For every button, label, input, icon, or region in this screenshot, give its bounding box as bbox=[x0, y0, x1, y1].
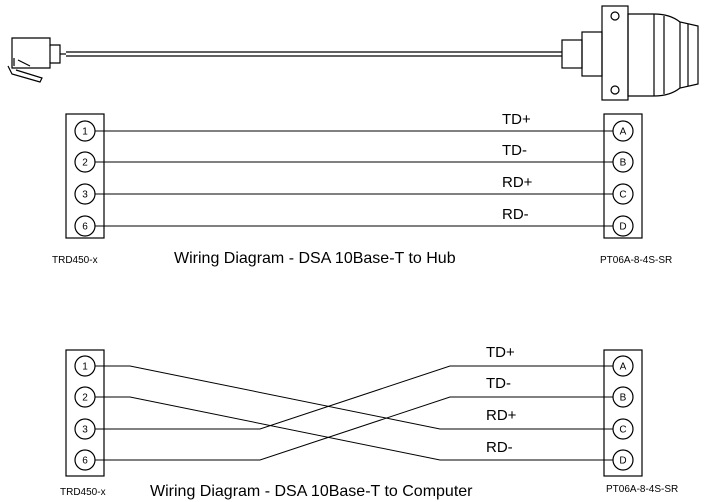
pin-label: B bbox=[620, 158, 627, 169]
wire-rd-plus bbox=[95, 365, 613, 430]
wire-rd-minus bbox=[95, 396, 613, 461]
left-pins bbox=[74, 355, 96, 471]
left-connector-block bbox=[65, 113, 105, 239]
pin-label: A bbox=[620, 362, 627, 373]
signal-label: RD- bbox=[486, 439, 513, 456]
signal-label: TD+ bbox=[486, 344, 515, 361]
pin-label: 2 bbox=[82, 393, 88, 404]
computer-wiring-diagram: 1 2 3 6 A B C D TD+ TD- RD+ RD- TRD450-x… bbox=[60, 344, 678, 500]
rj45-plug-icon bbox=[7, 37, 66, 83]
left-part-number: TRD450-x bbox=[52, 255, 98, 266]
wire-td-plus bbox=[95, 365, 613, 430]
pin-label: 1 bbox=[82, 127, 88, 138]
left-connector-block bbox=[65, 349, 105, 477]
signal-label: RD+ bbox=[486, 407, 517, 424]
wire-td-minus bbox=[95, 396, 613, 461]
right-connector-block bbox=[603, 349, 643, 477]
circular-connector-icon bbox=[561, 5, 699, 101]
right-part-number: PT06A-8-4S-SR bbox=[600, 255, 672, 266]
signal-label: TD- bbox=[502, 142, 527, 159]
diagram-caption: Wiring Diagram - DSA 10Base-T to Hub bbox=[174, 250, 456, 267]
left-pins bbox=[74, 120, 96, 237]
pin-label: C bbox=[619, 190, 626, 201]
pin-label: C bbox=[619, 425, 626, 436]
right-pins bbox=[612, 355, 634, 471]
pin-label: 2 bbox=[82, 158, 88, 169]
pin-label: B bbox=[620, 393, 627, 404]
wires bbox=[95, 130, 613, 227]
hub-wiring-diagram: 1 2 3 6 A B C D TD+ TD- RD+ RD- TRD450-x… bbox=[52, 111, 672, 267]
right-part-number: PT06A-8-4S-SR bbox=[606, 484, 678, 495]
wires bbox=[95, 365, 613, 461]
pin-label: D bbox=[619, 222, 626, 233]
signal-label: TD- bbox=[486, 375, 511, 392]
pin-label: 6 bbox=[82, 222, 88, 233]
pin-label: 3 bbox=[82, 190, 88, 201]
right-pins bbox=[612, 120, 634, 237]
right-connector-block bbox=[603, 113, 643, 239]
cable-illustration bbox=[7, 5, 699, 101]
pin-label: 3 bbox=[82, 425, 88, 436]
signal-label: RD- bbox=[502, 206, 529, 223]
signal-label: RD+ bbox=[502, 174, 533, 191]
pin-label: 1 bbox=[82, 362, 88, 373]
signal-label: TD+ bbox=[502, 111, 531, 128]
diagram-caption: Wiring Diagram - DSA 10Base-T to Compute… bbox=[150, 483, 473, 500]
pin-label: 6 bbox=[82, 456, 88, 467]
left-part-number: TRD450-x bbox=[60, 487, 106, 498]
pin-label: A bbox=[620, 127, 627, 138]
pin-label: D bbox=[619, 456, 626, 467]
